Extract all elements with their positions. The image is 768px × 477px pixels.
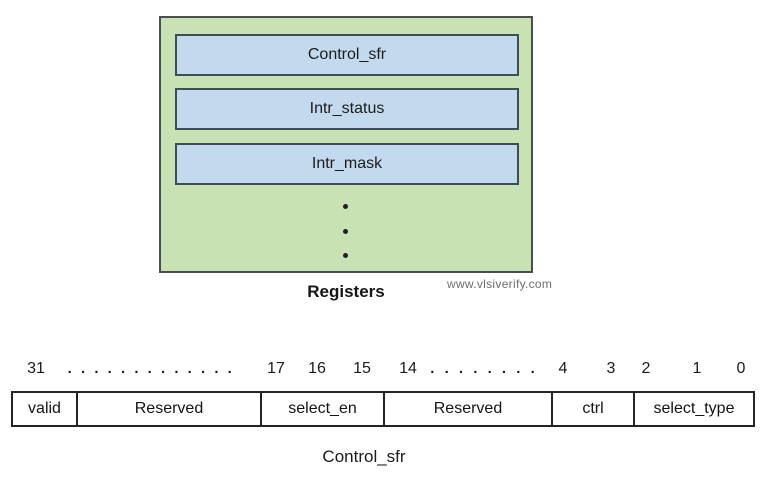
- bit-index-16: 16: [308, 360, 326, 377]
- register-box-intr-status: Intr_status: [175, 88, 519, 130]
- bit-index-4: 4: [558, 360, 568, 377]
- ellipsis-dot: [343, 253, 348, 258]
- register-box-intr-mask: Intr_mask: [175, 143, 519, 185]
- bit-index-1: 1: [692, 360, 702, 377]
- bit-index-3: 3: [606, 360, 616, 377]
- bit-index-dots: . . . . . . . .: [430, 360, 538, 377]
- bit-index-0: 0: [736, 360, 746, 377]
- field-ctrl: ctrl: [553, 393, 635, 425]
- ellipsis-dot: [343, 204, 348, 209]
- field-reserved-1: Reserved: [78, 393, 262, 425]
- bitfield-table: valid Reserved select_en Reserved ctrl s…: [11, 391, 755, 427]
- bit-index-17: 17: [267, 360, 285, 377]
- bit-index-row: 31 . . . . . . . . . . . . . 17 16 15 14…: [0, 358, 768, 380]
- register-label: Intr_status: [309, 100, 385, 117]
- field-valid: valid: [13, 393, 78, 425]
- bitfield-caption: Control_sfr: [322, 447, 406, 466]
- field-reserved-2: Reserved: [385, 393, 553, 425]
- register-bank-box: Control_sfr Intr_status Intr_mask: [159, 16, 533, 273]
- bit-index-14: 14: [399, 360, 417, 377]
- bit-index-31: 31: [27, 360, 45, 377]
- register-label: Intr_mask: [311, 155, 383, 172]
- bit-index-15: 15: [353, 360, 371, 377]
- field-select-en: select_en: [262, 393, 385, 425]
- watermark-text: www.vlsiverify.com: [447, 277, 553, 291]
- field-select-type: select_type: [653, 400, 735, 417]
- bit-index-2: 2: [641, 360, 651, 377]
- register-label: Control_sfr: [307, 46, 387, 63]
- register-bank-caption: Registers: [307, 282, 385, 301]
- ellipsis-dot: [343, 229, 348, 234]
- bit-index-dots: . . . . . . . . . . . . .: [67, 360, 235, 377]
- register-box-control-sfr: Control_sfr: [175, 34, 519, 76]
